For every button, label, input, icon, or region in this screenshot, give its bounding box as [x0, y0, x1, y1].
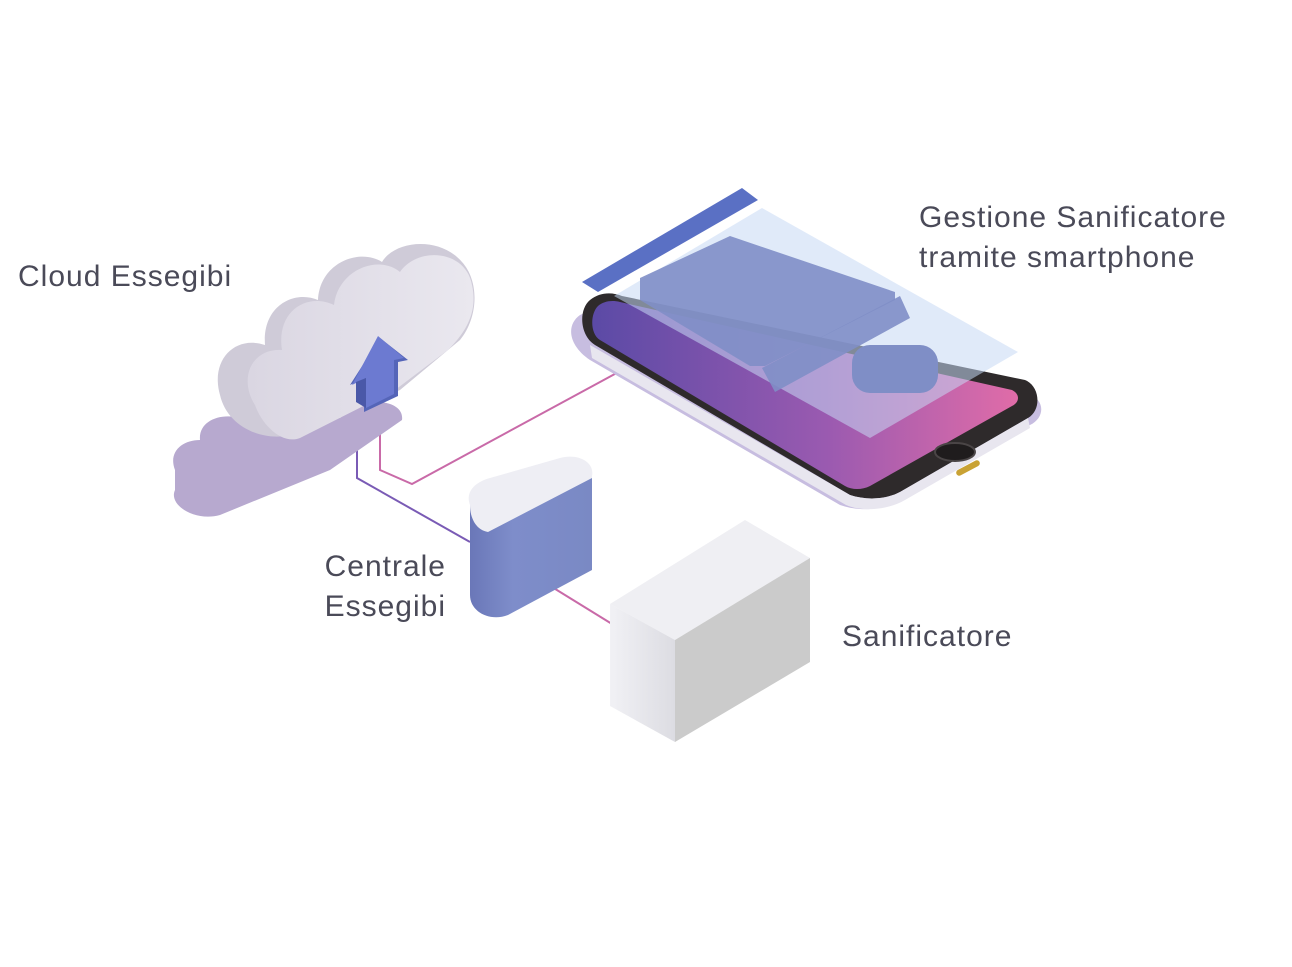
smartphone-label-line2: tramite smartphone — [919, 241, 1196, 274]
central-top — [468, 456, 593, 532]
smartphone-label: Gestione Sanificatore tramite smartphone — [919, 198, 1227, 278]
sanitizer-label: Sanificatore — [842, 617, 1012, 657]
phone-home-button — [934, 442, 976, 462]
ui-card-large — [640, 236, 895, 366]
upload-arrow — [350, 336, 408, 412]
phone-side-edge — [590, 345, 1030, 510]
sanitizer-box-icon — [610, 520, 810, 742]
phone-port — [956, 460, 980, 476]
cloud-face — [247, 255, 474, 440]
central-label-line1: Centrale — [324, 550, 446, 583]
sanitizer-top — [610, 520, 810, 640]
smartphone-icon — [571, 188, 1042, 510]
central-label: Centrale Essegibi — [250, 547, 446, 627]
cloud-to-phone-line — [379, 368, 625, 486]
ui-card-bottom — [762, 296, 910, 392]
ui-button — [852, 345, 938, 393]
sanitizer-label-text: Sanificatore — [842, 620, 1013, 653]
cloud-label: Cloud Essegibi — [18, 257, 232, 297]
ui-header-bar — [582, 188, 758, 292]
sanitizer-front — [610, 604, 675, 742]
central-unit-icon — [468, 456, 593, 618]
central-to-sanitizer-line — [551, 586, 613, 625]
sanitizer-side — [675, 558, 810, 742]
smartphone-label-line1: Gestione Sanificatore — [919, 201, 1227, 234]
cloud-label-text: Cloud Essegibi — [18, 260, 233, 293]
cloud-upload-icon — [173, 243, 475, 517]
central-label-line2: Essegibi — [324, 590, 446, 623]
cloud-shadow — [173, 402, 403, 517]
